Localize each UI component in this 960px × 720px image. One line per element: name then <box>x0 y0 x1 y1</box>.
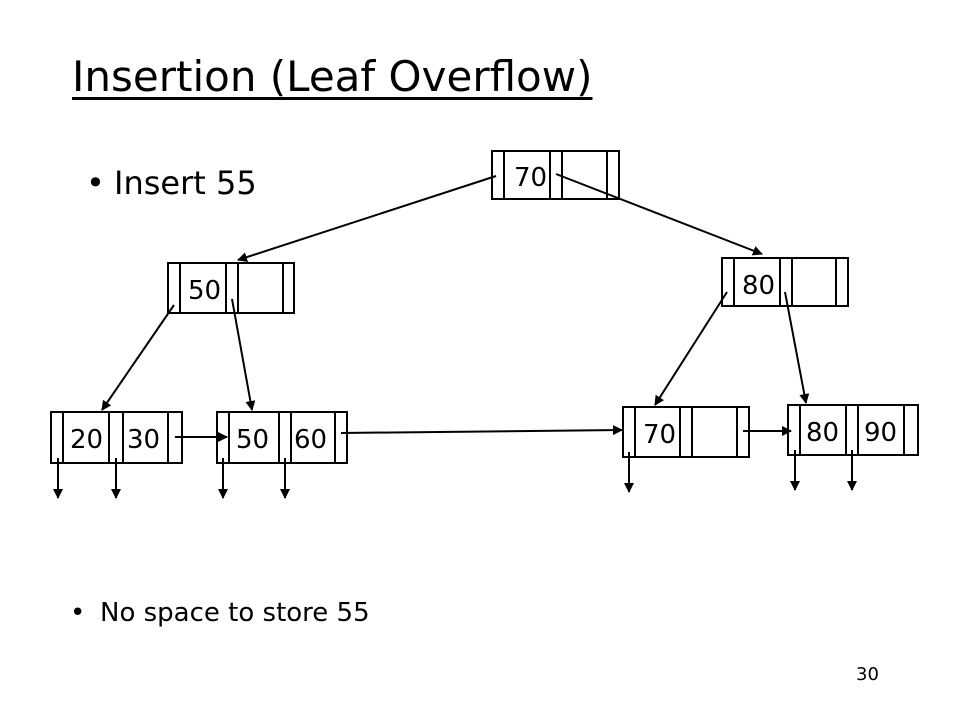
bullet-insert-text: Insert 55 <box>114 164 257 202</box>
bullet-insert: •Insert 55 <box>86 164 257 202</box>
leaf-node-3: 70 <box>622 406 750 458</box>
leaf-node-2: 50 60 <box>216 411 348 464</box>
edge-root-right <box>555 173 763 256</box>
root-key-1: 70 <box>514 163 547 193</box>
slide-title: Insertion (Leaf Overflow) <box>72 52 593 101</box>
internal-right-key-1: 80 <box>742 271 775 301</box>
page-number: 30 <box>856 664 879 685</box>
bullet-dot: • <box>70 598 86 628</box>
bullet-no-space: • No space to store 55 <box>70 598 370 628</box>
leaf-node-4: 80 90 <box>787 404 919 456</box>
leaf-1-key-1: 20 <box>70 425 103 455</box>
edge-root-left <box>237 175 497 262</box>
bullet-no-space-text: No space to store 55 <box>100 598 370 628</box>
sibling-link-leaf2-leaf3 <box>340 425 623 436</box>
edge-left-leaf1 <box>101 304 175 411</box>
bullet-dot: • <box>86 164 105 202</box>
leaf-2-key-2: 60 <box>294 425 327 455</box>
edge-right-leaf3 <box>654 291 728 406</box>
leaf-2-key-1: 50 <box>236 425 269 455</box>
edge-left-leaf2 <box>231 298 256 411</box>
edge-right-leaf4 <box>784 291 810 404</box>
leaf-4-key-2: 90 <box>864 418 897 448</box>
leaf-1-key-2: 30 <box>127 425 160 455</box>
leaf-node-1: 20 30 <box>50 411 183 464</box>
leaf-3-key-1: 70 <box>643 420 676 450</box>
leaf-4-key-1: 80 <box>806 418 839 448</box>
internal-node-right: 80 <box>721 257 849 307</box>
internal-left-key-1: 50 <box>188 276 221 306</box>
internal-node-left: 50 <box>167 262 295 314</box>
